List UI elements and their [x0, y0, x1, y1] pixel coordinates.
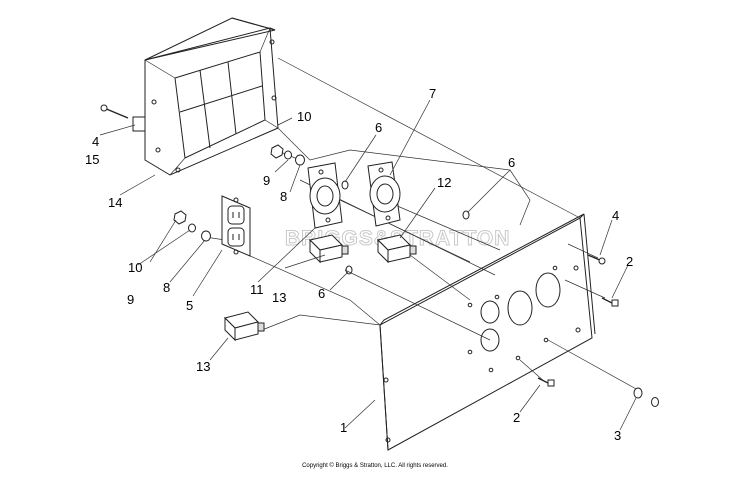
- callout-1: 1: [340, 420, 347, 435]
- callout-8-lower: 8: [163, 280, 170, 295]
- callout-5: 5: [186, 298, 193, 313]
- control-box: [132, 17, 279, 176]
- callout-leaders: [99, 99, 637, 431]
- callout-14: 14: [108, 195, 122, 210]
- hardware: [100, 104, 659, 407]
- callout-7: 7: [429, 86, 436, 101]
- callout-6-lower: 6: [318, 286, 325, 301]
- callout-4-box: 4: [92, 134, 99, 149]
- callout-12: 12: [437, 175, 451, 190]
- callout-2-upper: 2: [626, 254, 633, 269]
- duplex-receptacle: [221, 195, 251, 257]
- callout-15: 15: [85, 152, 99, 167]
- callout-9-lower: 9: [127, 292, 134, 307]
- control-panel: [379, 213, 596, 451]
- callout-3: 3: [614, 428, 621, 443]
- callout-11: 11: [250, 282, 264, 297]
- breaker-13-lower: [224, 311, 265, 342]
- breaker-12: [377, 234, 417, 264]
- twist-lock-receptacle-1: [307, 162, 343, 229]
- callout-13-upper: 13: [272, 290, 286, 305]
- callout-4-panel: 4: [612, 208, 619, 223]
- twist-lock-receptacle-2: [367, 161, 401, 227]
- callout-labels: 1 2 2 3 4 4 5 6 6 6 7 8 8 9 9 10 10 11 1…: [85, 86, 633, 443]
- callout-9-upper: 9: [263, 173, 270, 188]
- callout-10-upper: 10: [297, 109, 311, 124]
- callout-6-upper: 6: [375, 120, 382, 135]
- callout-8-upper: 8: [280, 189, 287, 204]
- copyright-notice: Copyright © Briggs & Stratton, LLC. All …: [302, 463, 448, 469]
- callout-2-lower: 2: [513, 410, 520, 425]
- breaker-13-upper: [309, 234, 349, 264]
- callout-13-lower: 13: [196, 359, 210, 374]
- callout-10-lower: 10: [128, 260, 142, 275]
- callout-6-right: 6: [508, 155, 515, 170]
